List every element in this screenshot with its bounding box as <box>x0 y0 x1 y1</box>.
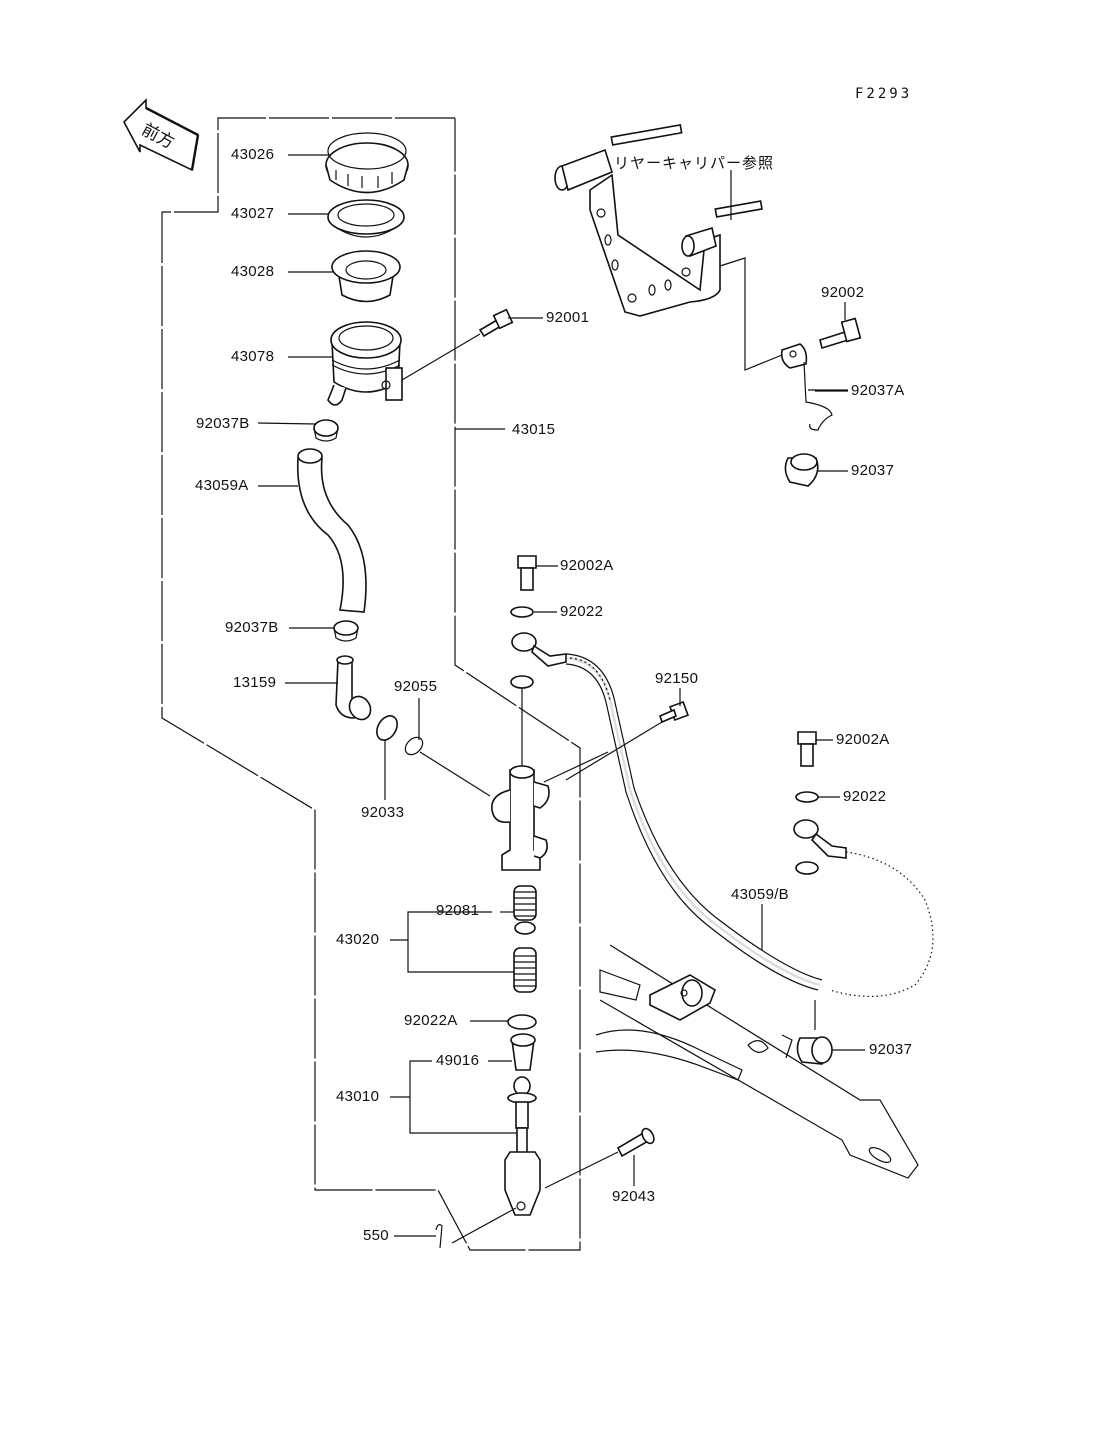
clevis-pin-part <box>544 1127 655 1189</box>
part-label-92033[interactable]: 92033 <box>361 804 405 821</box>
master-cylinder-body-part <box>491 684 609 871</box>
part-label-43059a[interactable]: 43059A <box>195 477 249 494</box>
part-label-92037b-upper[interactable]: 92037B <box>196 415 250 432</box>
part-label-92022-lower[interactable]: 92022 <box>843 788 887 805</box>
part-label-92037b-lower[interactable]: 92037B <box>225 619 279 636</box>
snap-ring-part <box>507 1014 537 1030</box>
reservoir-cap-part <box>325 132 409 194</box>
part-label-49016[interactable]: 49016 <box>436 1052 480 1069</box>
hose-clamp-lower-part <box>333 620 359 642</box>
part-label-92022a[interactable]: 92022A <box>404 1012 458 1029</box>
part-label-13159[interactable]: 13159 <box>233 674 277 691</box>
banjo-bolt-lower-part <box>797 731 817 767</box>
elbow-fitting-part <box>335 655 372 721</box>
boot-part <box>510 1033 536 1071</box>
o-ring-part <box>404 736 491 797</box>
part-label-43028[interactable]: 43028 <box>231 263 275 280</box>
washer-lower-part <box>795 791 819 803</box>
part-label-43059b[interactable]: 43059/B <box>731 886 789 903</box>
part-label-92150[interactable]: 92150 <box>655 670 699 687</box>
push-rod-part <box>504 1076 541 1216</box>
banjo-fitting-lower-part <box>793 819 934 997</box>
piston-spring-part <box>513 885 537 935</box>
reservoir-bolt-part <box>401 308 514 381</box>
diaphragm-part <box>331 250 401 303</box>
grommet-lower-part <box>796 1000 833 1065</box>
part-label-92037a[interactable]: 92037A <box>851 382 905 399</box>
reference-note: リヤーキャリパー参照 <box>614 154 775 172</box>
part-label-92081[interactable]: 92081 <box>436 902 480 919</box>
reservoir-tank-part <box>327 321 403 406</box>
hose-clamp-upper-part <box>313 419 339 442</box>
part-label-43027[interactable]: 43027 <box>231 205 275 222</box>
figure-number: F2293 <box>855 86 913 102</box>
part-label-92001[interactable]: 92001 <box>546 309 590 326</box>
piston-part <box>513 947 537 993</box>
cotter-pin-part <box>435 1207 517 1249</box>
part-label-92043[interactable]: 92043 <box>612 1188 656 1205</box>
part-label-92022-upper[interactable]: 92022 <box>560 603 604 620</box>
part-label-92037-lower[interactable]: 92037 <box>869 1041 913 1058</box>
grommet-upper-part <box>784 453 819 487</box>
part-label-43078[interactable]: 43078 <box>231 348 275 365</box>
circlip-part <box>376 715 398 741</box>
part-label-92037-upper[interactable]: 92037 <box>851 462 895 479</box>
pedal-bracket-part <box>554 123 783 371</box>
part-label-43010[interactable]: 43010 <box>336 1088 380 1105</box>
leader-lines <box>257 154 865 1237</box>
part-label-550[interactable]: 550 <box>363 1227 389 1244</box>
diaphragm-plate-part <box>327 199 405 238</box>
brake-hose-part <box>565 653 823 991</box>
hose-clip-part <box>780 343 848 431</box>
part-label-43026[interactable]: 43026 <box>231 146 275 163</box>
swingarm-part <box>595 944 919 1179</box>
part-label-92002a-lower[interactable]: 92002A <box>836 731 890 748</box>
banjo-bolt-upper-part <box>517 555 537 591</box>
part-label-43020[interactable]: 43020 <box>336 931 380 948</box>
part-label-92002[interactable]: 92002 <box>821 284 865 301</box>
part-label-43015[interactable]: 43015 <box>512 421 556 438</box>
banjo-fitting-upper-part <box>510 632 567 689</box>
assembly-boundary-43015 <box>161 117 581 1251</box>
part-label-92002a-upper[interactable]: 92002A <box>560 557 614 574</box>
bracket-bolt-part <box>819 302 862 350</box>
front-direction-arrow-icon <box>123 98 200 172</box>
washer-upper-part <box>510 606 534 618</box>
mounting-bolt-part <box>565 701 689 781</box>
part-label-92055[interactable]: 92055 <box>394 678 438 695</box>
reservoir-hose-part <box>296 448 367 613</box>
